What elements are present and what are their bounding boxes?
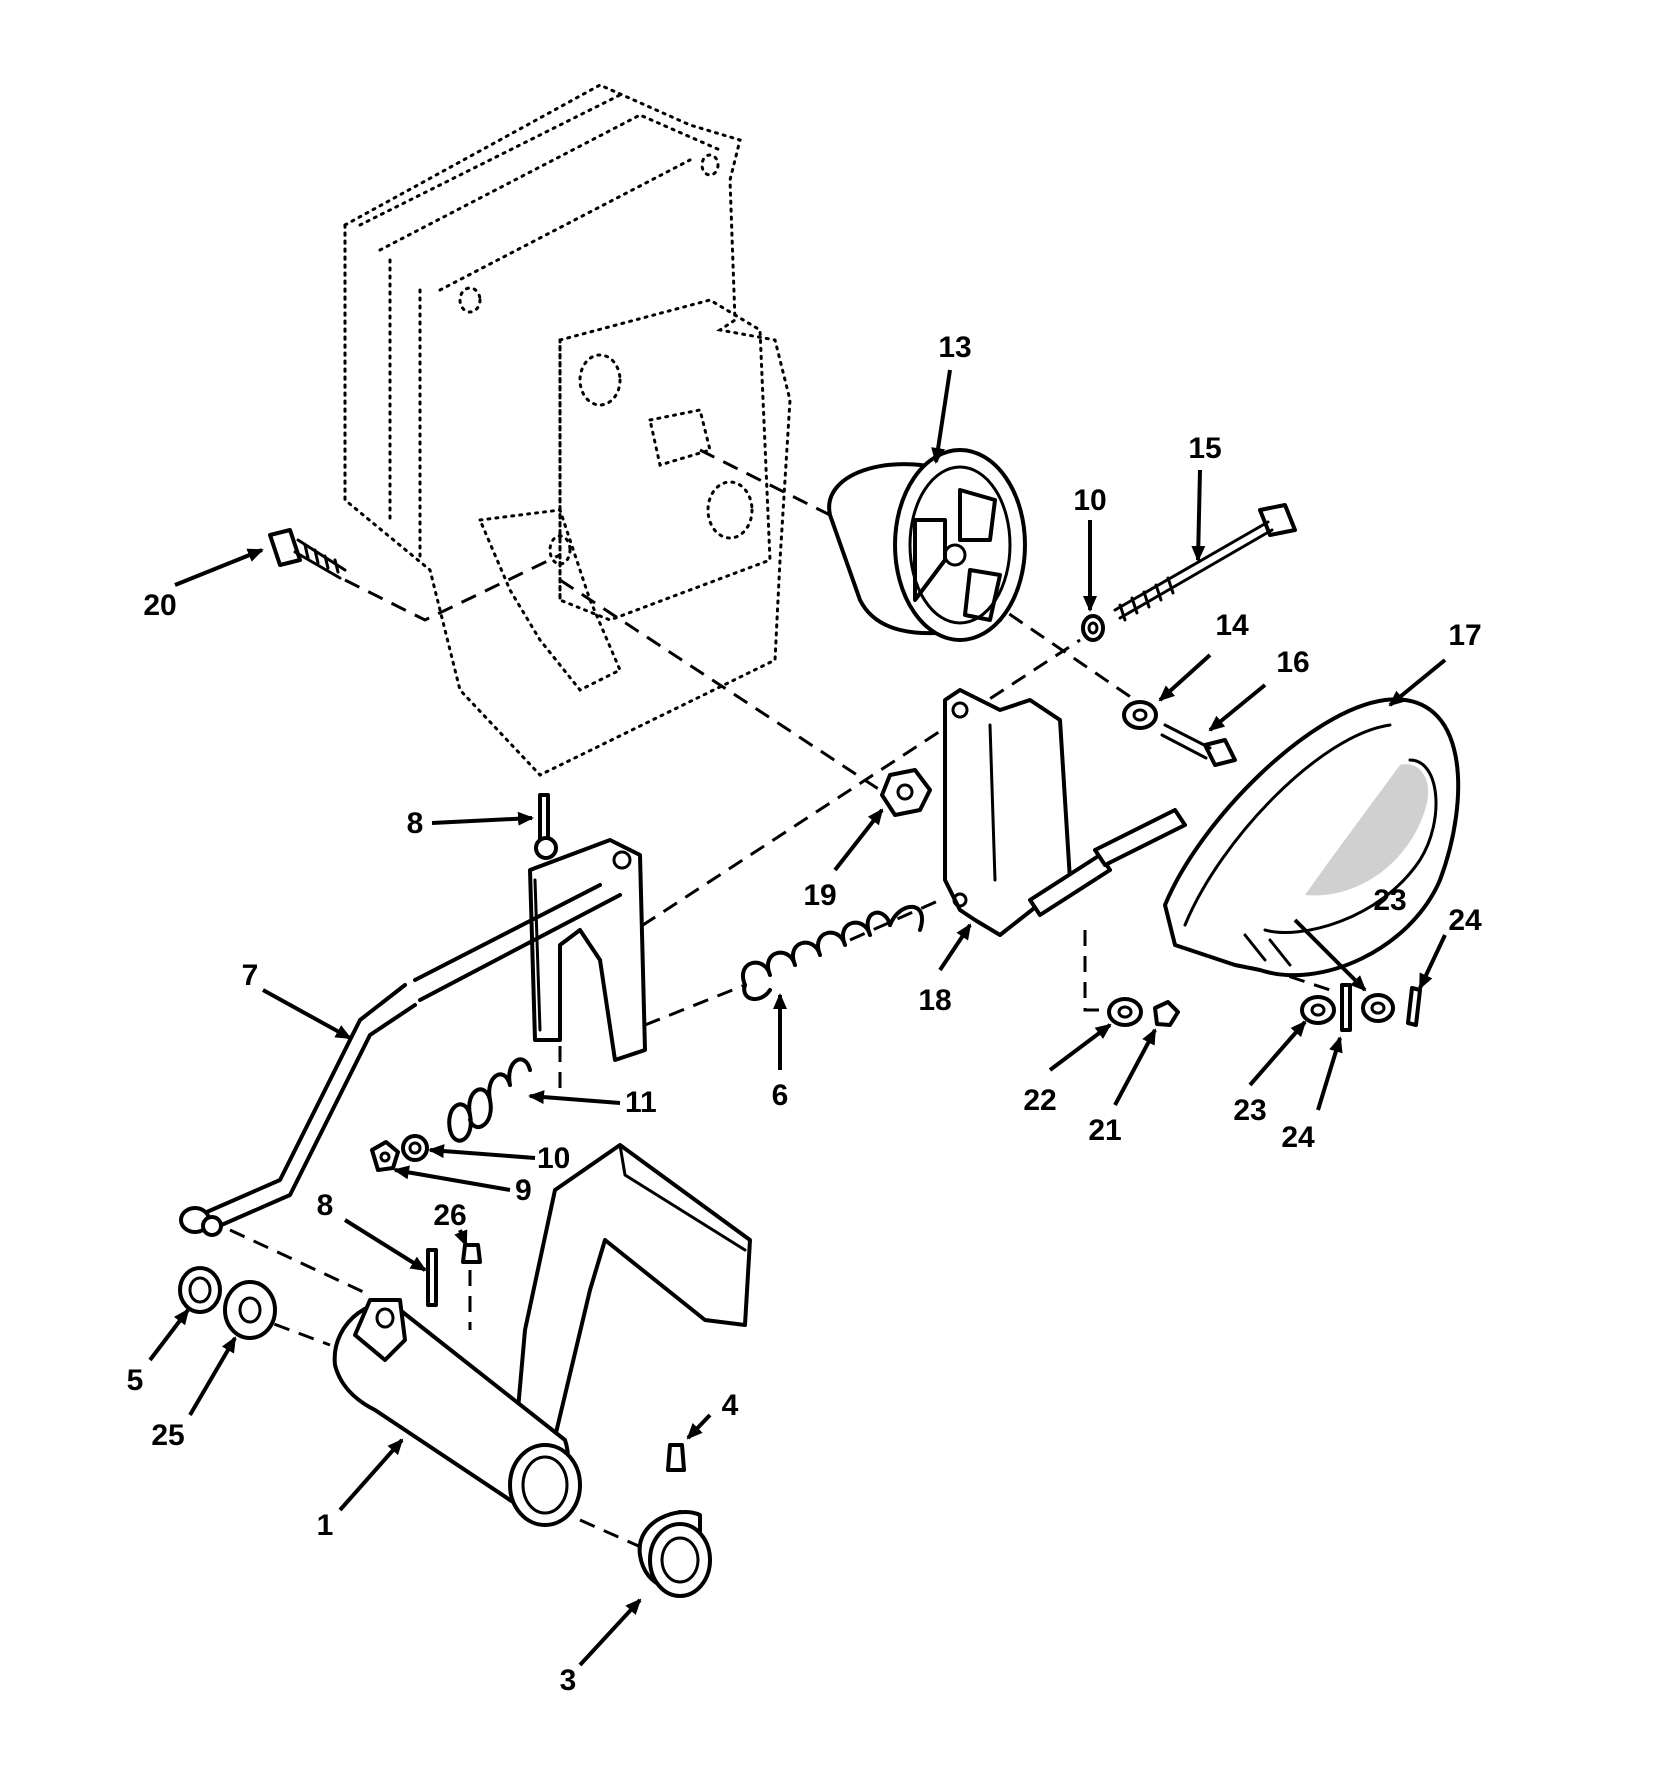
bracket-part-18 [943,688,1187,937]
cotter-pin-part-24-right [1406,986,1422,1027]
engine-housing-phantom [343,83,792,777]
rod-part-7 [179,883,622,1237]
callout-labels: 1 3 4 5 6 7 8 8 9 10 10 11 13 14 15 16 1… [127,331,1482,1697]
callout-7: 7 [242,959,259,992]
callout-24b: 24 [1448,904,1482,937]
washer-part-25 [223,1280,277,1340]
callout-13: 13 [938,331,971,364]
grease-fitting-part-26 [461,1243,482,1264]
callout-8a: 8 [407,807,424,840]
callout-17: 17 [1448,619,1481,652]
callout-8b: 8 [317,1189,334,1222]
callout-9: 9 [515,1174,532,1207]
callout-21: 21 [1088,1114,1121,1147]
callout-4: 4 [722,1389,739,1422]
cotter-pin-part-24-left [1340,983,1352,1032]
callout-25: 25 [151,1419,184,1452]
brake-band-part-17 [1163,697,1461,978]
callout-15: 15 [1188,432,1221,465]
bolt-part-20 [268,528,347,580]
callout-14: 14 [1215,609,1249,642]
washer-part-22 [1107,997,1143,1027]
bolt-part-16 [1160,723,1237,767]
lock-washer-part-10-upper [1081,614,1105,642]
brake-arm-bracket [528,836,647,1062]
brake-pedal-part-1 [332,1143,752,1527]
callout-20: 20 [143,589,176,622]
cotter-pin-part-8-upper [538,793,550,842]
callout-22: 22 [1023,1084,1056,1117]
collar-part-3 [637,1509,712,1598]
washer-part-23-right [1361,993,1395,1023]
callout-3: 3 [560,1664,577,1697]
callout-16: 16 [1276,646,1309,679]
washer-part-10-lower [401,1134,429,1162]
nut-part-9 [370,1140,400,1172]
callout-26: 26 [433,1199,466,1232]
callout-10b: 10 [537,1142,570,1175]
spring-part-6 [741,904,924,1001]
callout-10a: 10 [1073,484,1106,517]
callout-1: 1 [317,1509,334,1542]
collar-part-5 [178,1266,222,1314]
callout-24a: 24 [1281,1121,1315,1154]
callout-19: 19 [803,879,836,912]
set-screw-part-4 [666,1443,686,1472]
washer-part-23-left [1300,995,1336,1025]
callout-6: 6 [772,1079,789,1112]
pulley-drum-part-13 [827,448,1027,642]
nut-part-19 [880,768,932,817]
leader-arrows [148,369,1447,1667]
callout-11: 11 [625,1086,657,1119]
compression-spring-part-11 [447,1057,532,1143]
nut-part-21 [1153,1000,1180,1027]
washer-part-14 [1122,700,1158,730]
callout-18: 18 [918,984,951,1017]
cotter-pin-part-8-lower [426,1248,438,1307]
callout-5: 5 [127,1364,144,1397]
callout-23b: 23 [1373,884,1406,917]
long-bolt-part-15 [1113,503,1297,622]
callout-23a: 23 [1233,1094,1266,1127]
